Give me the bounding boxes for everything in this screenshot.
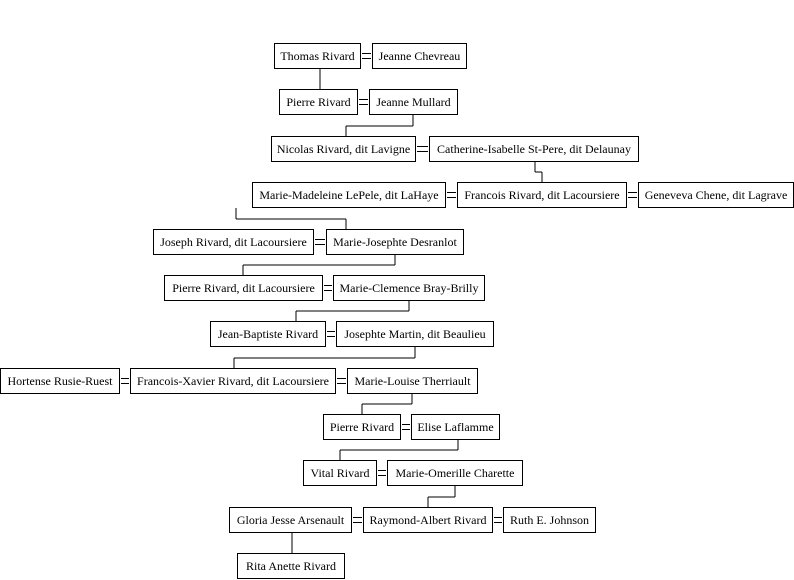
person-geneveva-chene[interactable]: Geneveva Chene, dit Lagrave bbox=[638, 182, 794, 208]
person-marie-madeleine-lepele[interactable]: Marie-Madeleine LePele, dit LaHaye bbox=[252, 182, 446, 208]
person-hortense-rusie-ruest[interactable]: Hortense Rusie-Ruest bbox=[0, 368, 120, 394]
person-marie-josephte-desranlot[interactable]: Marie-Josephte Desranlot bbox=[326, 229, 464, 255]
person-jeanne-mullard[interactable]: Jeanne Mullard bbox=[369, 89, 458, 115]
person-marie-clemence-bray-brilly[interactable]: Marie-Clemence Bray-Brilly bbox=[333, 275, 485, 301]
person-josephte-martin[interactable]: Josephte Martin, dit Beaulieu bbox=[336, 321, 494, 347]
person-catherine-isabelle-st-pere[interactable]: Catherine-Isabelle St-Pere, dit Delaunay bbox=[429, 136, 639, 162]
person-gloria-jesse-arsenault[interactable]: Gloria Jesse Arsenault bbox=[229, 507, 352, 533]
person-jean-baptiste-rivard[interactable]: Jean-Baptiste Rivard bbox=[210, 321, 326, 347]
person-marie-omerille-charette[interactable]: Marie-Omerille Charette bbox=[387, 460, 523, 486]
person-nicolas-rivard[interactable]: Nicolas Rivard, dit Lavigne bbox=[271, 136, 416, 162]
person-rita-anette-rivard[interactable]: Rita Anette Rivard bbox=[237, 553, 345, 579]
person-francois-rivard[interactable]: Francois Rivard, dit Lacoursiere bbox=[457, 182, 627, 208]
person-pierre-rivard-gen2[interactable]: Pierre Rivard bbox=[279, 89, 358, 115]
person-joseph-rivard[interactable]: Joseph Rivard, dit Lacoursiere bbox=[153, 229, 314, 255]
person-elise-laflamme[interactable]: Elise Laflamme bbox=[411, 414, 500, 440]
person-ruth-e-johnson[interactable]: Ruth E. Johnson bbox=[503, 507, 596, 533]
person-raymond-albert-rivard[interactable]: Raymond-Albert Rivard bbox=[363, 507, 493, 533]
person-thomas-rivard[interactable]: Thomas Rivard bbox=[274, 43, 361, 69]
person-pierre-rivard-gen9[interactable]: Pierre Rivard bbox=[323, 414, 401, 440]
person-francois-xavier-rivard[interactable]: Francois-Xavier Rivard, dit Lacoursiere bbox=[130, 368, 336, 394]
person-jeanne-chevreau[interactable]: Jeanne Chevreau bbox=[372, 43, 467, 69]
person-vital-rivard[interactable]: Vital Rivard bbox=[303, 460, 377, 486]
person-marie-louise-therriault[interactable]: Marie-Louise Therriault bbox=[347, 368, 478, 394]
person-pierre-rivard-lacoursiere[interactable]: Pierre Rivard, dit Lacoursiere bbox=[164, 275, 323, 301]
